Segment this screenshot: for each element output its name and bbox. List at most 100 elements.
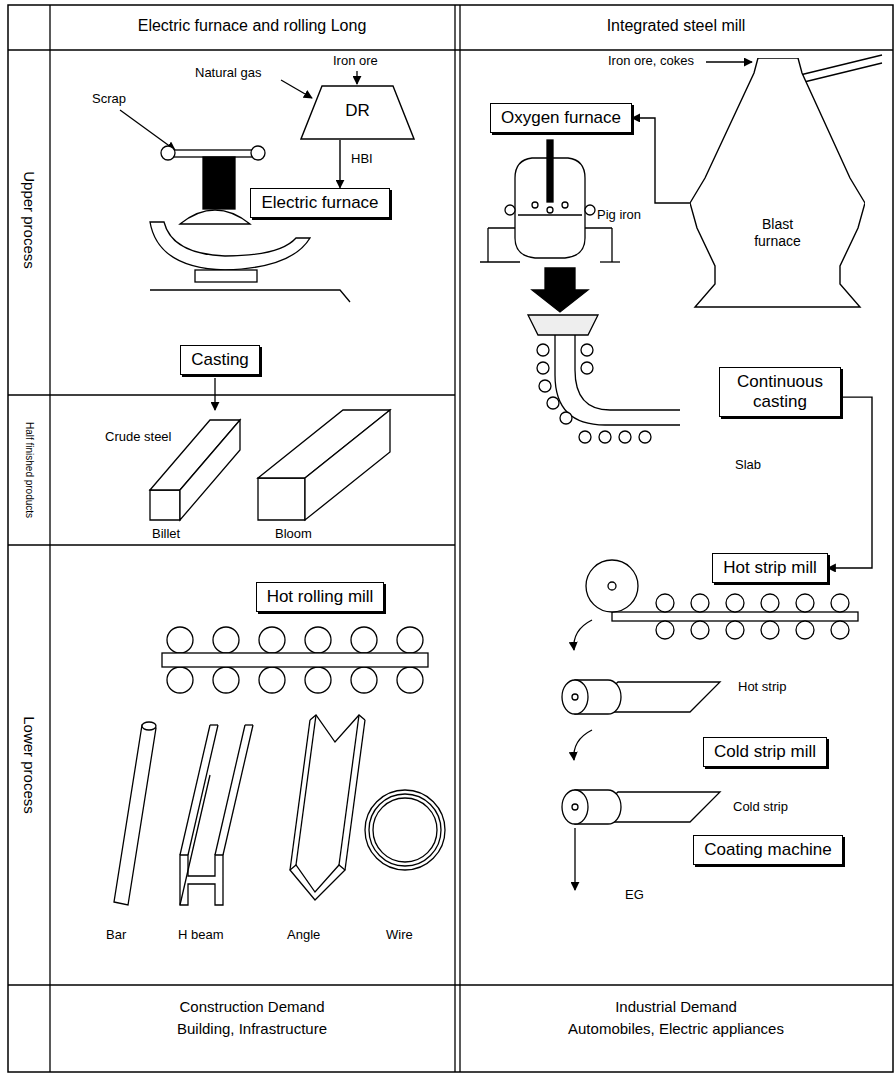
flow-arrow (356, 71, 357, 84)
roller (796, 621, 814, 639)
caster-roll (547, 397, 559, 409)
table-line (8, 49, 893, 50)
process-box: Hot strip mill (712, 553, 828, 583)
furnace-base (195, 270, 257, 282)
angle-edge (310, 715, 365, 742)
node-text: Continuous casting (730, 372, 830, 413)
h-beam-edge (215, 725, 245, 855)
roller (761, 621, 779, 639)
roller (397, 667, 423, 693)
caster-roll (599, 431, 611, 443)
node-text: Cold strip mill (714, 742, 816, 762)
process-box: Coating machine (693, 835, 843, 865)
roller (351, 667, 377, 693)
caster-roll (619, 431, 631, 443)
bar-shape (114, 725, 156, 905)
steel-bar (162, 653, 428, 667)
electrode-joint (251, 146, 265, 160)
column-header: Electric furnace and rolling Long (138, 17, 367, 35)
coil-core (608, 582, 616, 590)
coil (586, 560, 638, 612)
wire-coil (373, 798, 437, 862)
gas-pipe (800, 63, 882, 83)
roller (397, 627, 423, 653)
oxygen-lance (547, 140, 553, 202)
node-text: Electric furnace (261, 193, 378, 213)
product-label: EG (625, 888, 644, 903)
h-beam-edge (223, 725, 253, 855)
roller (796, 594, 814, 612)
angle-shape (290, 865, 345, 900)
roller (656, 621, 674, 639)
tundish (528, 315, 598, 335)
connector (632, 118, 690, 203)
furnace-outline (690, 58, 865, 307)
caster-roll (581, 362, 593, 374)
table-line (8, 394, 455, 395)
h-beam-edge (180, 725, 210, 855)
angle-edge (296, 715, 316, 865)
roller (213, 627, 239, 653)
flow-arrow (214, 378, 215, 410)
process-box: Oxygen furnace (490, 103, 632, 133)
roller (305, 667, 331, 693)
process-box: Continuous casting (719, 367, 841, 418)
table-line (8, 984, 893, 985)
node-text: Oxygen furnace (501, 108, 621, 128)
roll-end (562, 790, 588, 824)
h-beam-edge (188, 725, 218, 855)
node-outline (690, 58, 865, 308)
edge-label: HBI (350, 152, 374, 167)
roller (167, 667, 193, 693)
roller (831, 594, 849, 612)
roller (305, 627, 331, 653)
roller (351, 627, 377, 653)
process-box: Hot rolling mill (256, 582, 385, 612)
flow-arrow (120, 110, 175, 150)
node-text: Hot strip mill (723, 558, 817, 578)
product-label: Billet (152, 527, 180, 542)
gas-pipe (800, 55, 882, 75)
roller (167, 627, 193, 653)
table-border (8, 5, 893, 1072)
row-header: Upper process (20, 171, 37, 269)
table-line (49, 5, 50, 1072)
caster-roll (581, 344, 593, 356)
trunnion (505, 205, 515, 215)
blast-furnace: Blast furnace (690, 58, 865, 308)
roll-core (572, 804, 578, 810)
angle-edge (290, 720, 310, 870)
row-header: Lower process (20, 716, 37, 814)
electric-furnace-drawing (150, 146, 350, 302)
roller (691, 621, 709, 639)
input-label: Iron ore, cokes (608, 54, 694, 69)
strand (575, 335, 680, 410)
product-label: Cold strip (733, 800, 788, 815)
rolling-mill-drawing (162, 627, 428, 693)
bloom-face (258, 478, 305, 520)
wire-coil (365, 790, 445, 870)
h-beam-edge (210, 724, 218, 725)
connector (339, 140, 340, 188)
strand (555, 335, 680, 425)
bubble (532, 202, 538, 208)
flow-arrow (574, 620, 592, 650)
strip-coil-drawing (562, 680, 720, 760)
strip-coil-drawing (562, 790, 720, 824)
converter-frame (611, 228, 612, 262)
input-label: Scrap (92, 92, 126, 107)
products-drawing (114, 715, 445, 905)
bloom-drawing (258, 410, 390, 520)
billet-face (180, 420, 240, 520)
bloom-face (305, 410, 390, 520)
trapezoid (301, 86, 414, 139)
wire-coil (369, 794, 441, 866)
roll-core (572, 694, 578, 700)
input-label: Natural gas (195, 66, 261, 81)
process-box: Electric furnace (250, 188, 389, 218)
node-text: Blast furnace (740, 216, 815, 250)
billet-face (150, 490, 180, 520)
demand-label: Automobiles, Electric appliances (568, 1020, 784, 1037)
roll-end (562, 680, 588, 714)
electrode-arm (168, 150, 258, 157)
